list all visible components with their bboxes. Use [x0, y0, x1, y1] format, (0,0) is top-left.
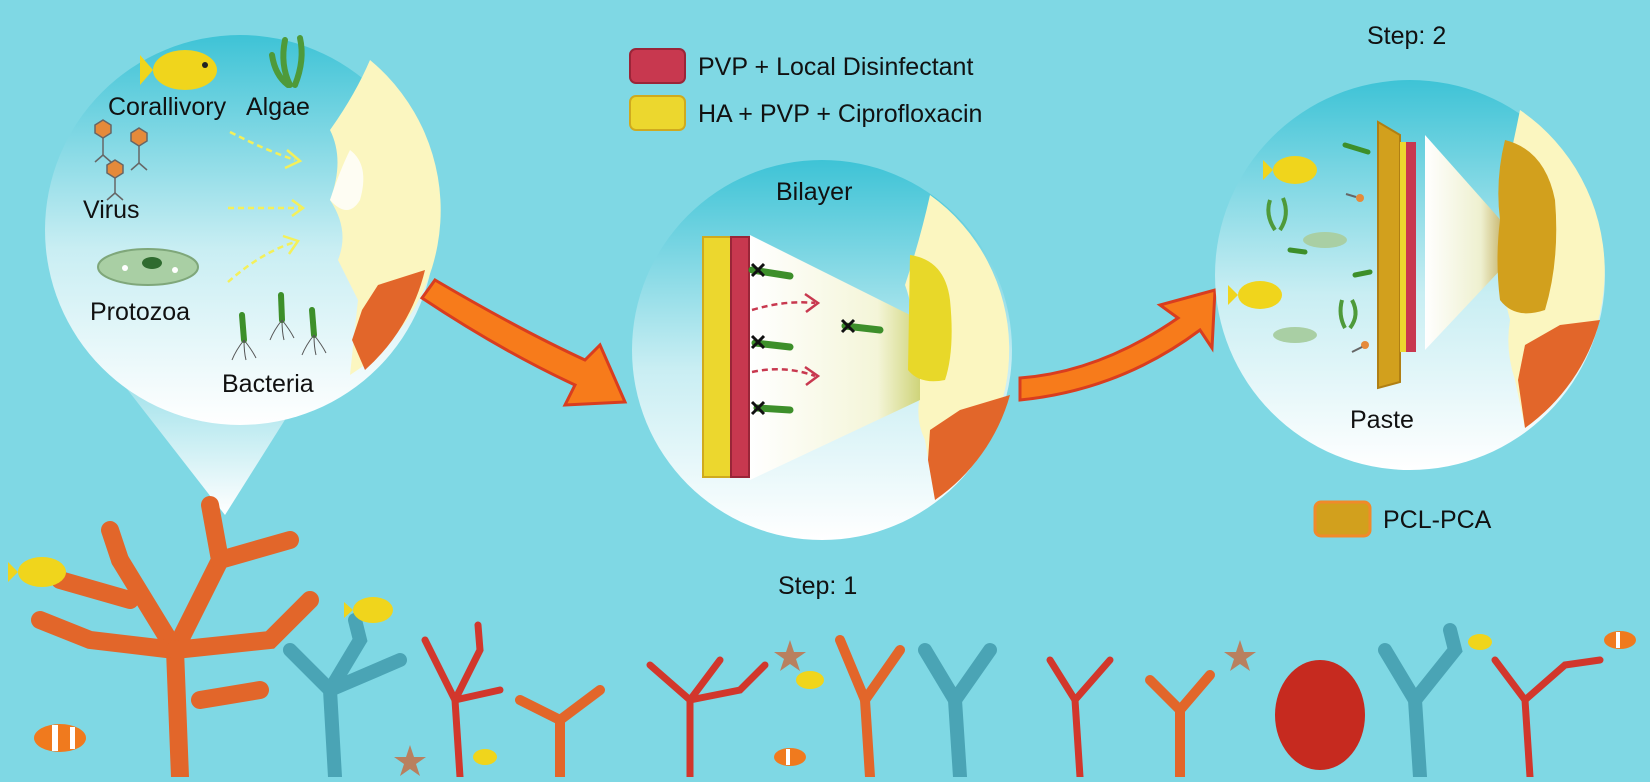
ha-layer — [702, 236, 732, 478]
reef-fish-icon — [8, 557, 1492, 765]
virus-label: Virus — [83, 196, 140, 224]
starfish-icon — [394, 640, 1256, 776]
virus-icon — [94, 119, 148, 201]
step2-coral-tissue — [1518, 320, 1600, 428]
step1-caption: Step: 1 — [778, 572, 857, 600]
step2-caption: Step: 2 — [1367, 22, 1446, 50]
protozoa-icon — [97, 248, 199, 286]
coral-tissue-icon — [352, 270, 425, 370]
step2-beam — [1425, 135, 1505, 350]
fish-icon — [140, 50, 217, 90]
pcl-pca-swatch — [1313, 500, 1372, 538]
legend: PVP + Local Disinfectant HA + PVP + Cipr… — [629, 48, 982, 131]
step2-pvp-layer — [1406, 142, 1416, 352]
step2-ha-layer — [1400, 142, 1406, 352]
coral-reef — [8, 496, 1636, 782]
step2-arrow — [1018, 288, 1217, 402]
bacteria-icon — [231, 292, 327, 361]
orange-coral-icon — [31, 496, 319, 782]
corallivory-label: Corallivory — [108, 93, 227, 121]
attack-arrows — [227, 130, 300, 283]
step1-coating — [908, 255, 952, 382]
step1-coral-tissue — [928, 395, 1010, 500]
step1-arrow — [419, 278, 628, 407]
pvp-local-swatch — [629, 48, 686, 84]
orange-branch-coral-icon — [515, 635, 1215, 782]
algae-icon — [269, 35, 305, 88]
dense-red-coral-icon — [1275, 660, 1365, 770]
pcl-pca-layer — [1377, 120, 1401, 390]
step1-title: Bilayer — [776, 178, 852, 206]
step2-bubble: Paste — [1215, 80, 1605, 470]
release-arrows — [751, 301, 816, 378]
algae-label: Algae — [246, 93, 310, 121]
ha-pvp-cipro-label: HA + PVP + Ciprofloxacin — [698, 100, 982, 128]
protozoa-label: Protozoa — [90, 298, 190, 326]
threats-bubble: Corallivory Algae Virus Protozoa — [45, 35, 441, 515]
teal-coral-icon — [283, 613, 1463, 782]
pcl-pca-label: PCL-PCA — [1383, 506, 1492, 534]
pvp-layer — [730, 236, 750, 478]
bacteria-label: Bacteria — [222, 370, 314, 398]
pcl-pca-paste — [1497, 140, 1557, 314]
step1-beam — [750, 235, 920, 480]
step1-bubble: Bilayer — [632, 160, 1012, 540]
step2-title: Paste — [1350, 406, 1414, 434]
pvp-local-label: PVP + Local Disinfectant — [698, 53, 973, 81]
clownfish-icon — [34, 631, 1636, 766]
blocked-bacteria — [748, 262, 884, 416]
ha-pvp-cipro-swatch — [629, 95, 686, 131]
deflected-threats — [1228, 142, 1373, 353]
red-coral-icon — [421, 621, 1604, 781]
